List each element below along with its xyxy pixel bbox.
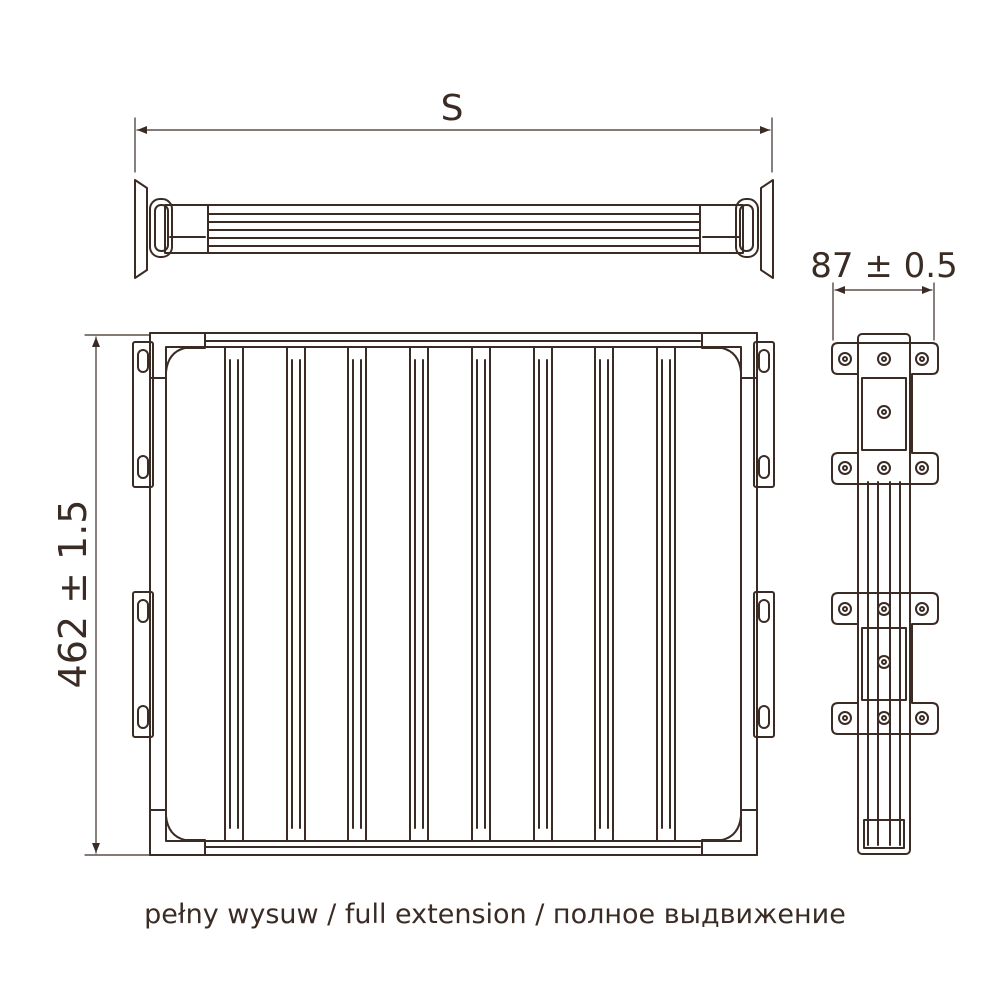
- runner-bracket-upper: [831, 342, 939, 485]
- right-side-brackets: [753, 341, 775, 738]
- height-dimension-line: [84, 334, 151, 856]
- left-mount-plate: [134, 179, 148, 279]
- top-view-rail: [134, 117, 774, 279]
- caption-text: pełny wysuw / full extension / полное вы…: [144, 899, 846, 930]
- left-clip-inner: [154, 204, 169, 252]
- right-clip-inner: [739, 204, 754, 252]
- front-view-basket: [84, 332, 775, 856]
- right-mount-plate: [760, 179, 774, 279]
- basket-corners: [149, 332, 758, 856]
- height-dimension-label: 462 ± 1.5: [51, 500, 95, 689]
- right-clip: [735, 198, 759, 258]
- side-view-runner: [831, 282, 939, 855]
- side-dimension-label: 87 ± 0.5: [810, 246, 957, 286]
- runner-end-cap: [863, 819, 905, 849]
- basket-slats: [224, 346, 676, 842]
- basket-inner-frame: [165, 346, 742, 842]
- width-dimension-line: [134, 117, 773, 173]
- left-clip: [149, 198, 173, 258]
- basket-outer-frame: [149, 332, 758, 856]
- side-dimension-line: [832, 282, 935, 341]
- runner-bracket-lower: [831, 592, 939, 735]
- left-side-brackets: [132, 341, 154, 738]
- width-symbol-label: S: [441, 88, 464, 129]
